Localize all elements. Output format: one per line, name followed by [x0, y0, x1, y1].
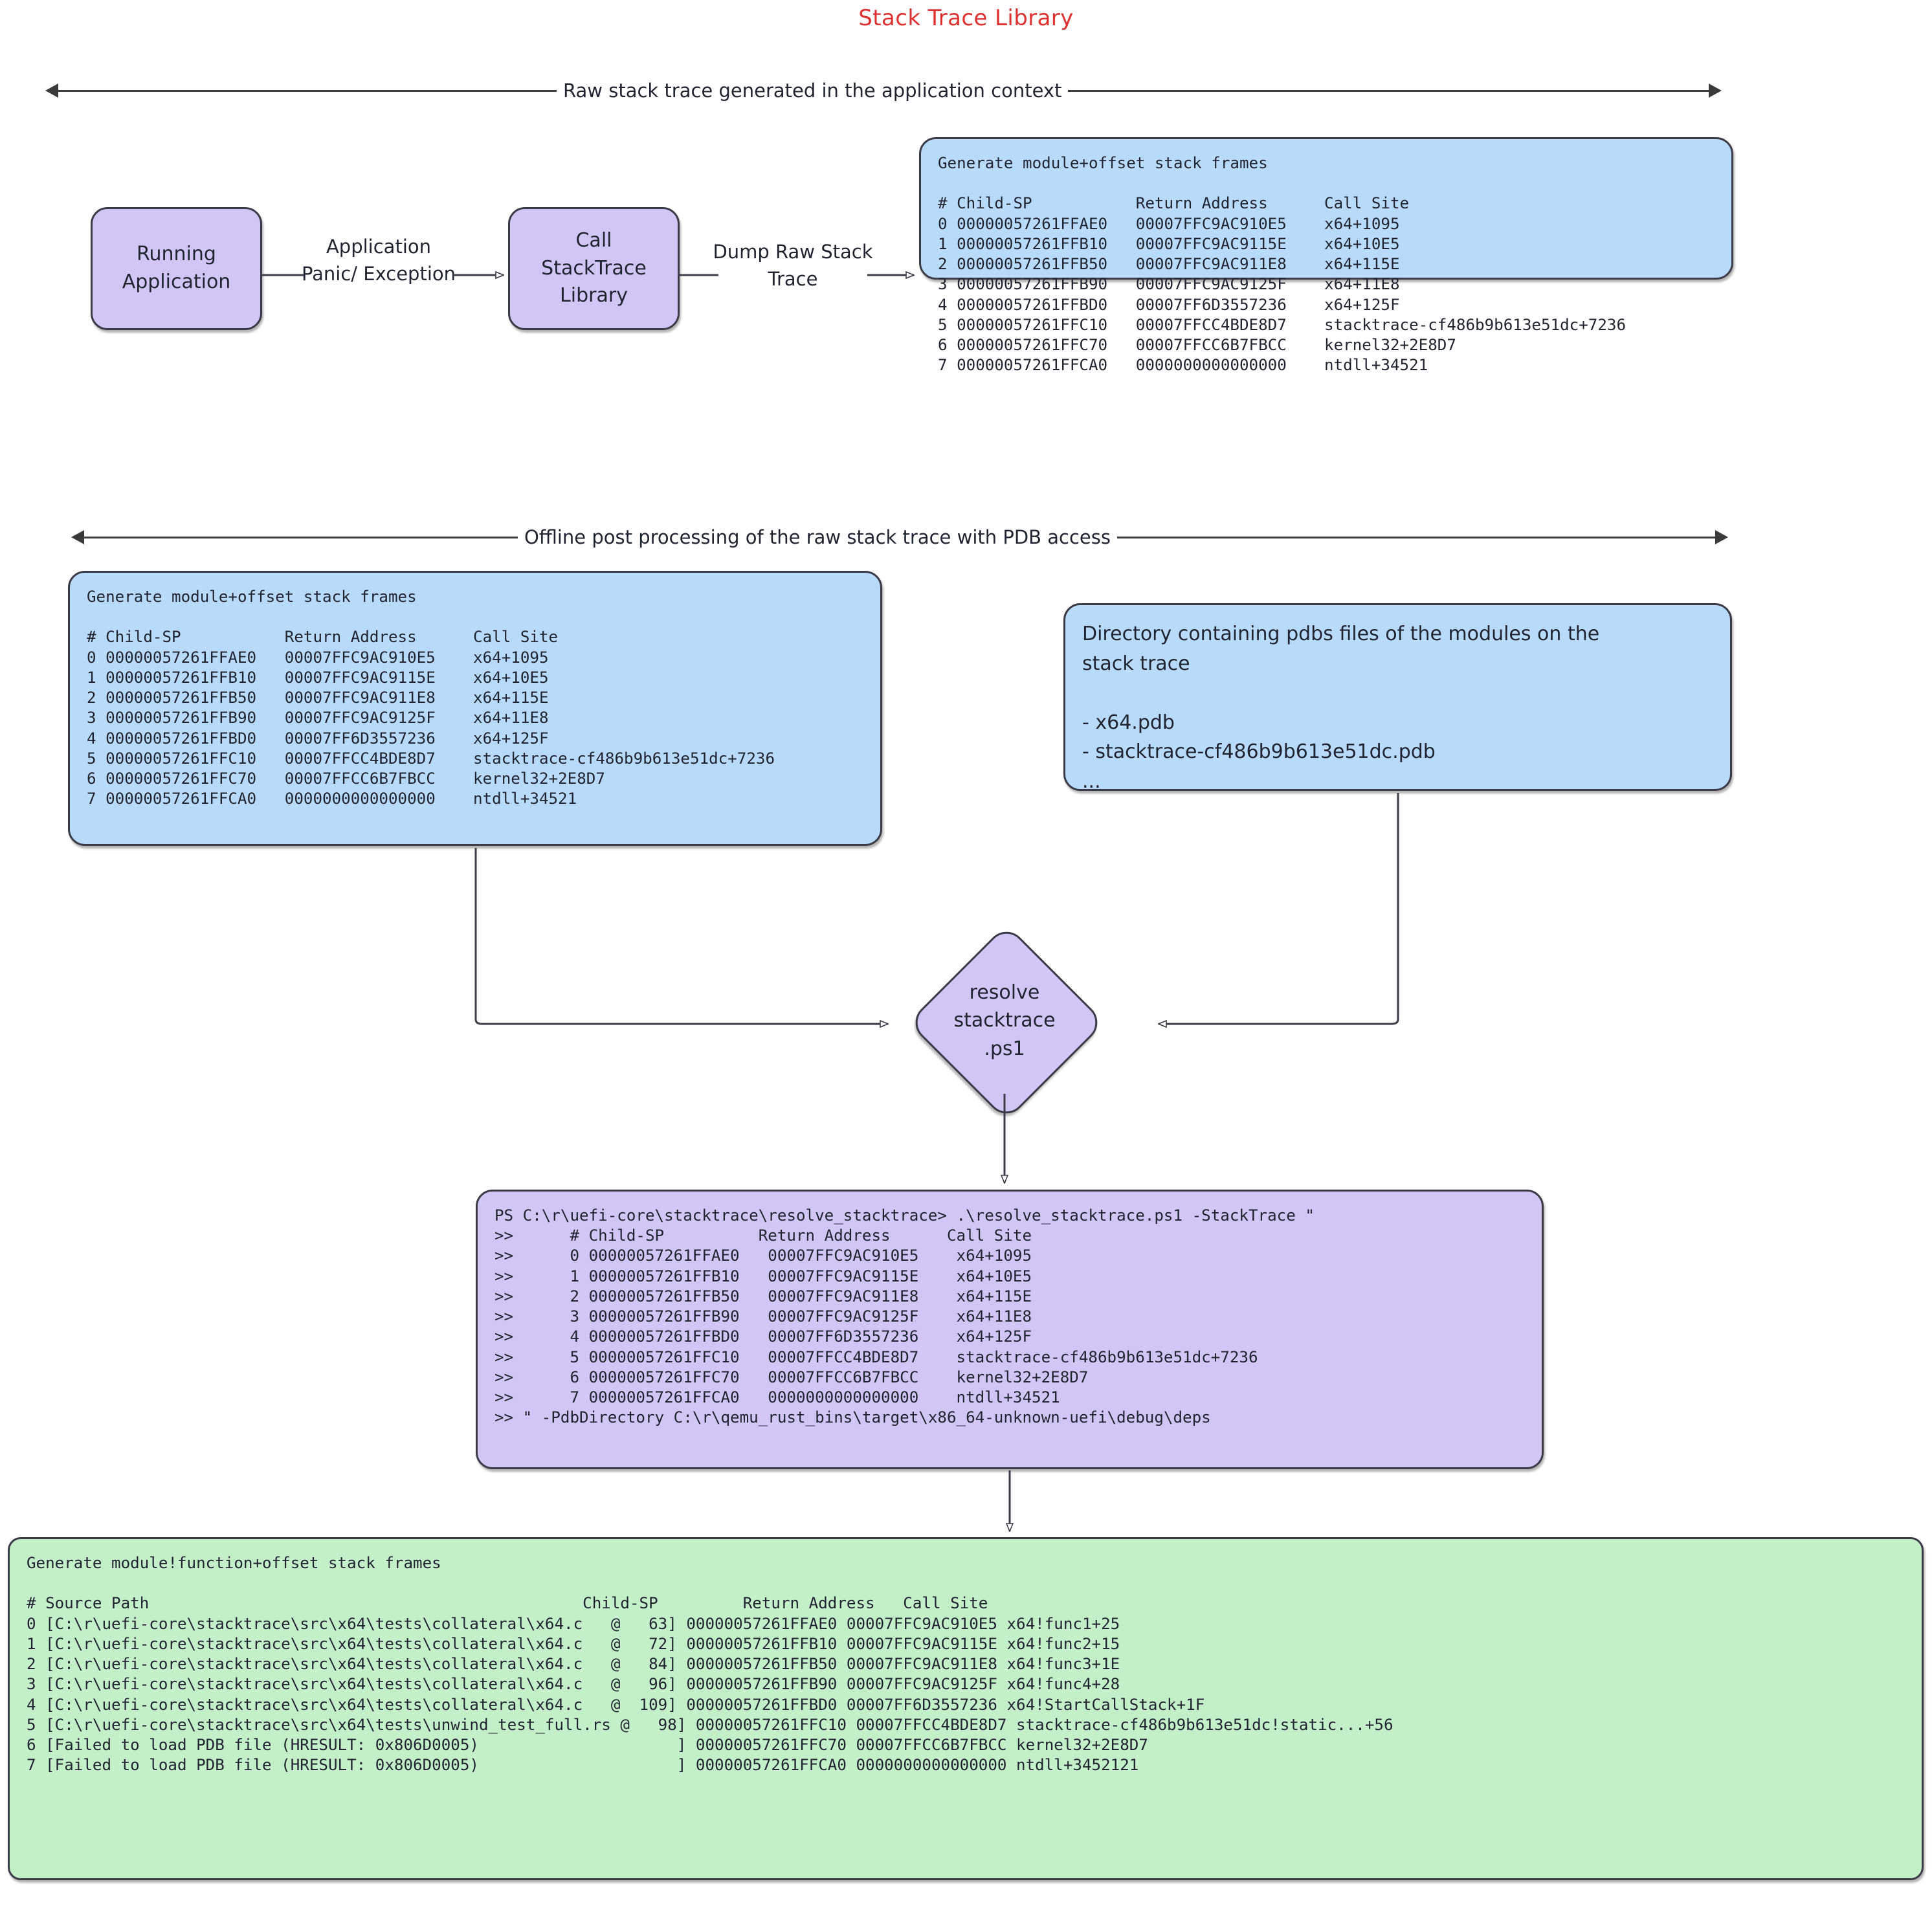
divider2-arrow-left-icon: [71, 530, 84, 544]
code-box-raw-stack-frames-left: Generate module+offset stack frames # Ch…: [68, 571, 882, 846]
code-box-raw-stack-frames-top: Generate module+offset stack frames # Ch…: [919, 137, 1733, 374]
edge-label-dump-raw-stack-trace: Dump Raw Stack Trace: [713, 241, 873, 291]
divider-line-left: [58, 89, 557, 92]
divider-line-right: [1068, 89, 1709, 92]
divider2-arrow-right-icon: [1715, 530, 1728, 544]
node-resolve-stacktrace-label: resolve stacktrace .ps1: [953, 981, 1056, 1060]
node-call-stacktrace-library-label: Call StackTrace Library: [541, 229, 647, 307]
node-call-stacktrace-library[interactable]: Call StackTrace Library: [508, 207, 680, 330]
code-box-resolved-stack-frames: Generate module!function+offset stack fr…: [8, 1537, 1924, 1880]
node-running-application[interactable]: Running Application: [91, 207, 262, 330]
edge-label-application-panic: Application Panic/ Exception: [301, 236, 456, 285]
divider-arrow-left-icon: [45, 83, 58, 98]
section-label-offline-post-processing: Offline post processing of the raw stack…: [524, 526, 1111, 548]
note-box-pdb-directory-text: Directory containing pdbs files of the m…: [1082, 623, 1600, 793]
divider2-line-left: [84, 536, 518, 538]
section-divider-raw-stack-trace: Raw stack trace generated in the applica…: [45, 78, 1722, 104]
section-divider-offline-post-processing: Offline post processing of the raw stack…: [71, 524, 1728, 550]
code-box-raw-stack-frames-left-text: Generate module+offset stack frames # Ch…: [87, 588, 775, 808]
code-box-powershell-command-text: PS C:\r\uefi-core\stacktrace\resolve_sta…: [494, 1206, 1315, 1427]
divider-arrow-right-icon: [1709, 83, 1722, 98]
node-running-application-label: Running Application: [122, 243, 231, 293]
code-box-powershell-command: PS C:\r\uefi-core\stacktrace\resolve_sta…: [476, 1190, 1544, 1469]
code-box-resolved-stack-frames-text: Generate module!function+offset stack fr…: [27, 1554, 1393, 1775]
page-title: Stack Trace Library: [858, 5, 1074, 31]
wire-pdbbox-to-resolve: [1159, 793, 1399, 1024]
divider2-line-right: [1117, 536, 1715, 538]
code-box-raw-stack-frames-top-text: Generate module+offset stack frames # Ch…: [938, 154, 1627, 375]
section-label-raw-stack-trace: Raw stack trace generated in the applica…: [563, 79, 1062, 102]
wire-rawbox-to-resolve: [474, 848, 888, 1024]
note-box-pdb-directory: Directory containing pdbs files of the m…: [1063, 603, 1732, 793]
